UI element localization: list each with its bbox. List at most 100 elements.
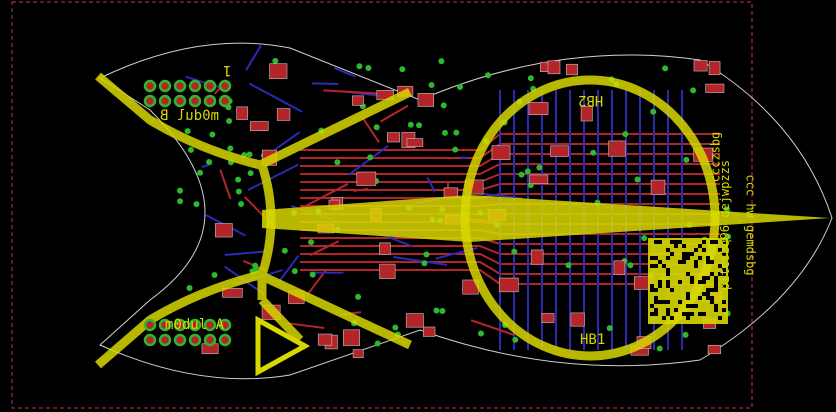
qr-module (722, 300, 726, 304)
qr-module (706, 296, 710, 300)
via (238, 200, 245, 207)
qr-module (690, 252, 694, 256)
smd-pad (352, 95, 364, 106)
smd-pad (528, 102, 549, 116)
qr-module (698, 244, 702, 248)
smd-pad (379, 242, 391, 255)
side-text-1: ccc hw gemdsbg (743, 174, 758, 276)
qr-module (706, 256, 710, 260)
via (211, 272, 218, 279)
header-pin (218, 318, 232, 332)
via (452, 146, 459, 153)
via (206, 159, 213, 166)
via (367, 154, 374, 161)
qr-module (694, 260, 698, 264)
via (662, 65, 669, 72)
qr-module (718, 248, 722, 252)
via (247, 170, 254, 177)
via (177, 198, 184, 205)
via (433, 307, 440, 314)
via (291, 268, 298, 275)
via (518, 171, 525, 178)
smd-pad (352, 349, 364, 359)
via (421, 260, 428, 267)
smd-pad (342, 329, 360, 346)
qr-module (714, 280, 718, 284)
qr-module (686, 272, 690, 276)
qr-module (666, 248, 670, 252)
qr-module (702, 312, 706, 316)
smd-pad (650, 179, 666, 195)
trace (477, 192, 523, 200)
via (682, 331, 689, 338)
rocket-flame (262, 195, 830, 242)
via (365, 64, 372, 71)
trace (306, 268, 328, 296)
qr-module (686, 256, 690, 260)
qr-module (722, 272, 726, 276)
via (524, 168, 531, 175)
smd-pad (580, 106, 593, 122)
qr-module (686, 304, 690, 308)
trace (323, 89, 381, 95)
via (457, 83, 464, 90)
qr-module (710, 272, 714, 276)
qr-module (714, 284, 718, 288)
side-text-3: ccczsbg (708, 131, 723, 183)
via (485, 72, 492, 79)
trace (353, 187, 369, 193)
qr-module (710, 288, 714, 292)
top-trace (300, 261, 720, 275)
via (440, 102, 447, 109)
top-trace (300, 173, 720, 183)
smd-pad (387, 132, 401, 143)
qr-module (658, 284, 662, 288)
via (438, 58, 445, 65)
via (226, 118, 233, 125)
qr-module (702, 276, 706, 280)
qr-module (710, 296, 714, 300)
qr-module (710, 300, 714, 304)
via (197, 169, 204, 176)
qr-module (702, 292, 706, 296)
via (723, 206, 730, 213)
qr-module (654, 240, 658, 244)
header-pin (203, 318, 217, 332)
qr-module (690, 280, 694, 284)
header-pin (203, 94, 217, 108)
qr-module (722, 284, 726, 288)
smd-pad (608, 140, 626, 157)
qr-module (670, 240, 674, 244)
via (227, 145, 234, 152)
smd-pad (214, 223, 233, 238)
via (373, 124, 380, 131)
header-pin (158, 333, 172, 347)
qr-module (666, 268, 670, 272)
header-pin (203, 79, 217, 93)
qr-module (686, 316, 690, 320)
smd-pad (530, 249, 544, 265)
trace (274, 131, 301, 151)
via (416, 122, 423, 129)
qr-module (666, 280, 670, 284)
smd-pad (356, 171, 377, 186)
trace (347, 145, 389, 176)
smd-pad (276, 108, 291, 121)
via (374, 340, 381, 347)
module-b-label: m0dul B (160, 108, 220, 124)
qr-module (678, 300, 682, 304)
qr-module (662, 264, 666, 268)
qr-module (686, 252, 690, 256)
via (423, 251, 430, 258)
qr-module (654, 300, 658, 304)
qr-module (670, 252, 674, 256)
top-trace (300, 183, 720, 191)
qr-module (666, 308, 670, 312)
qr-module (654, 288, 658, 292)
via (441, 129, 448, 136)
qr-module (698, 312, 702, 316)
qr-module (666, 284, 670, 288)
via (187, 146, 194, 153)
